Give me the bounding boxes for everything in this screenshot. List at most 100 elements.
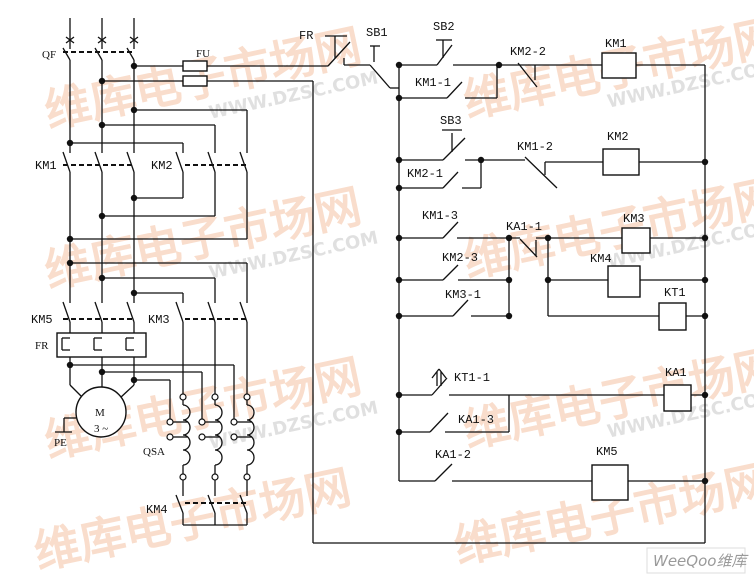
contact-blade — [126, 151, 135, 173]
label-ka1-1: KA1-1 — [506, 220, 542, 234]
label-qsa: QSA — [143, 446, 165, 458]
label-km1-coil: KM1 — [605, 37, 627, 51]
label-motor: M — [95, 407, 105, 419]
label-kt1-1: KT1-1 — [454, 371, 490, 385]
terminal — [243, 473, 251, 481]
sb1-stop-button — [369, 64, 391, 89]
km1-coil — [601, 52, 637, 79]
km4-coil — [607, 265, 641, 298]
junction-dot — [395, 94, 403, 102]
contact-blade — [62, 151, 71, 173]
terminal — [166, 418, 174, 426]
label-fr-power: FR — [35, 340, 49, 352]
km2-1-no-contact — [442, 171, 459, 189]
label-pe: PE — [54, 437, 67, 449]
junction-dot — [130, 194, 138, 202]
km5-coil — [591, 464, 629, 501]
fr-thermal-relay — [56, 332, 147, 358]
breaker-x-mark — [65, 36, 75, 44]
sb3-start-button — [442, 137, 466, 161]
wire — [438, 368, 447, 379]
junction-dot — [395, 156, 403, 164]
junction-dot — [66, 235, 74, 243]
label-km3-coil: KM3 — [623, 212, 645, 226]
km2-coil — [602, 148, 640, 176]
terminal — [179, 473, 187, 481]
label-motor-phase: 3 ~ — [94, 423, 108, 435]
junction-dot — [395, 61, 403, 69]
junction-dot — [701, 276, 709, 284]
junction-dot — [98, 77, 106, 85]
label-km2-1: KM2-1 — [407, 167, 443, 181]
label-sb2: SB2 — [433, 20, 455, 34]
contact-blade — [207, 301, 216, 323]
junction-dot — [701, 158, 709, 166]
wire — [119, 384, 135, 399]
km3-1-no-contact — [452, 299, 469, 317]
breaker-x-mark — [129, 36, 139, 44]
label-km4-power: KM4 — [146, 503, 168, 517]
label-km5-power: KM5 — [31, 313, 53, 327]
terminal — [166, 433, 174, 441]
label-km1-3: KM1-3 — [422, 209, 458, 223]
label-km3-1: KM3-1 — [445, 288, 481, 302]
junction-dot — [66, 259, 74, 267]
label-kt1-coil: KT1 — [664, 286, 686, 300]
junction-dot — [505, 312, 513, 320]
km1-3-no-contact — [442, 221, 459, 239]
junction-dot — [395, 428, 403, 436]
km3-coil — [621, 227, 651, 254]
kt1-coil — [658, 302, 687, 331]
label-km2-power: KM2 — [151, 159, 173, 173]
km2-3-no-contact — [442, 264, 459, 281]
label-km2-3: KM2-3 — [442, 251, 478, 265]
label-km2-coil: KM2 — [607, 130, 629, 144]
label-km2-2: KM2-2 — [510, 45, 546, 59]
ka1-coil — [663, 384, 692, 412]
junction-dot — [395, 391, 403, 399]
motor-m — [75, 386, 127, 438]
contact-blade — [126, 301, 135, 323]
junction-dot — [395, 234, 403, 242]
contact-blade — [94, 301, 103, 323]
contact-blade — [239, 301, 248, 323]
autotransformer-winding — [246, 404, 255, 466]
label-km1-power: KM1 — [35, 159, 57, 173]
weeqoo-badge — [646, 547, 746, 574]
breaker-x-mark — [97, 36, 107, 44]
km2-2-nc-contact — [517, 62, 538, 88]
km1-1-no-contact — [446, 81, 463, 99]
weeqoo-badge-text: WeeQoo维库 — [653, 552, 749, 570]
label-km5-coil: KM5 — [596, 445, 618, 459]
contact-blade — [239, 151, 248, 173]
junction-dot — [130, 62, 138, 70]
junction-dot — [701, 477, 709, 485]
label-ka1-coil: KA1 — [665, 366, 687, 380]
contact-blade — [175, 494, 184, 514]
contact-blade — [175, 301, 184, 323]
contact-blade — [207, 494, 216, 514]
contact-blade — [207, 151, 216, 173]
junction-dot — [701, 391, 709, 399]
label-km3-power: KM3 — [148, 313, 170, 327]
terminal — [243, 393, 251, 401]
junction-dot — [701, 312, 709, 320]
terminal — [211, 393, 219, 401]
autotransformer-winding — [214, 404, 223, 466]
ka1-2-no-contact — [434, 463, 453, 482]
label-sb1: SB1 — [366, 26, 388, 40]
junction-dot — [130, 106, 138, 114]
fuse-fu — [182, 60, 208, 72]
label-fr-contact: FR — [299, 29, 313, 43]
label-km1-1: KM1-1 — [415, 76, 451, 90]
junction-dot — [701, 234, 709, 242]
contact-blade — [62, 301, 71, 323]
contact-blade — [175, 151, 184, 173]
ka1-3-no-contact — [429, 412, 449, 433]
autotransformer-winding — [182, 404, 191, 466]
wire — [69, 384, 84, 399]
junction-dot — [66, 139, 74, 147]
contact-blade — [126, 47, 135, 61]
label-km1-2: KM1-2 — [517, 140, 553, 154]
